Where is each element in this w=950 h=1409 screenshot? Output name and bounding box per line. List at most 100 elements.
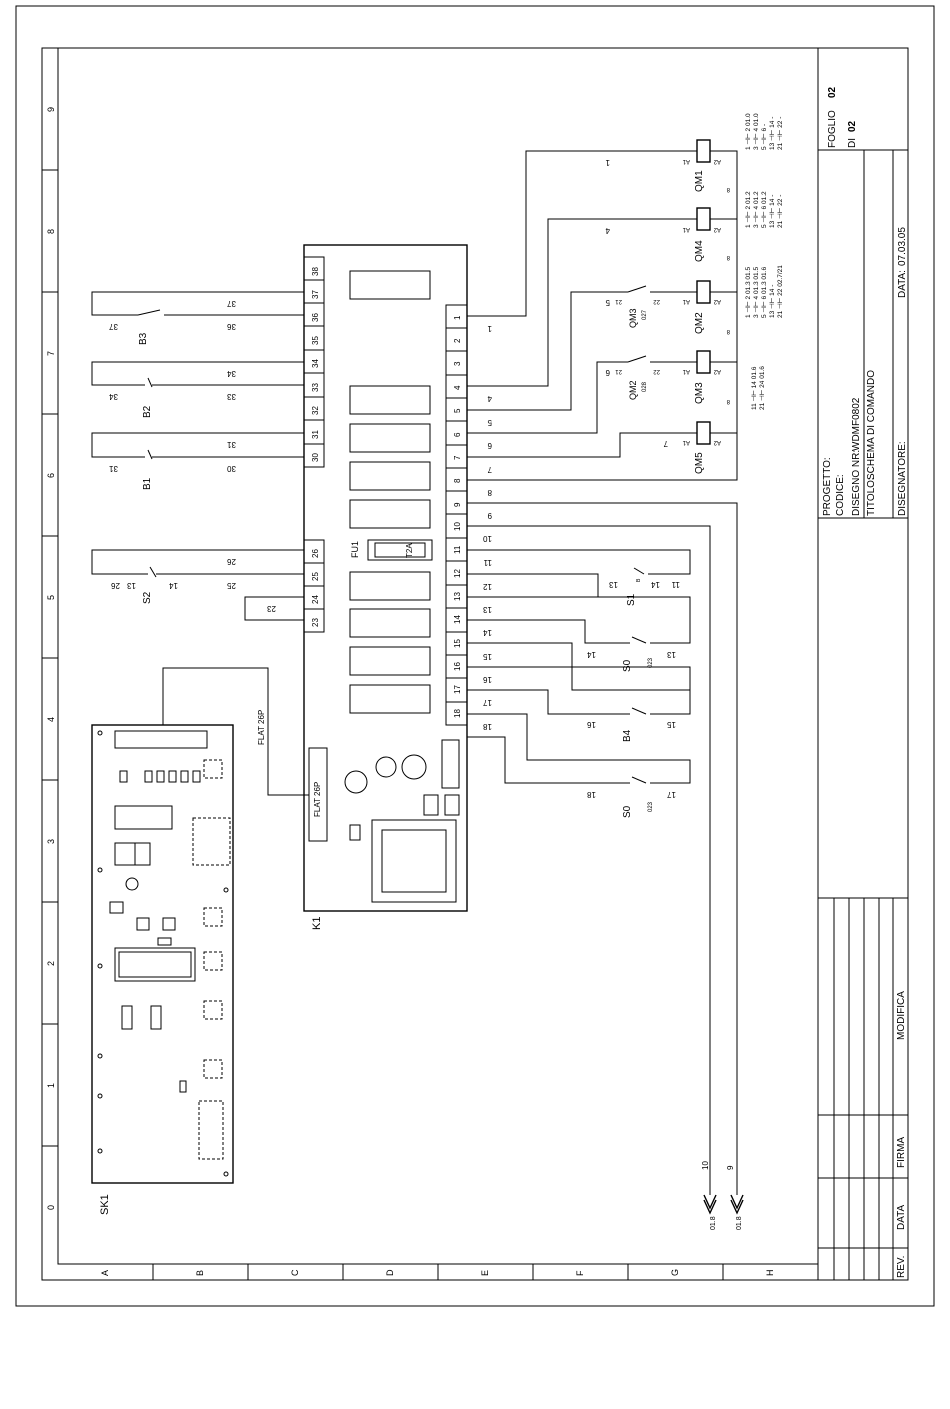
- qm5-a1: A1: [682, 439, 690, 445]
- grid-col-8: 8: [46, 229, 56, 234]
- wire-r12: 12: [483, 582, 492, 591]
- progetto-label: PROGETTO:: [822, 457, 833, 516]
- k1-terminal-10: 10: [453, 522, 462, 531]
- qm2-label: QM2: [694, 312, 705, 334]
- qm2-contact-21: 21: [615, 368, 622, 374]
- capacitor-2: [375, 756, 397, 778]
- wire-r7: 7: [487, 465, 492, 474]
- wire-26: 26: [227, 557, 236, 566]
- qm1-branch: 1 1: [467, 150, 697, 333]
- qm4-coil: [696, 207, 711, 231]
- grid-col-1: 1: [46, 1083, 56, 1088]
- wire-30: 30: [227, 464, 236, 473]
- grid-row-c: C: [290, 1269, 300, 1276]
- k1-terminal-25: 25: [311, 572, 320, 581]
- b3-switch: B3 37 36 37: [91, 291, 304, 345]
- svg-text:3 ⊣⊢ 4 01.2: 3 ⊣⊢ 4 01.2: [753, 191, 760, 228]
- qm3-contacts: 11 ⊣⊢ 14 01.6 21 ⊣⊢ 24 01.6: [751, 366, 766, 410]
- qm3-contact-21: 21: [615, 298, 622, 304]
- row-grid: A B C D E F G H: [58, 1263, 818, 1280]
- flat-cable-label: FLAT 26P: [257, 710, 266, 745]
- k1-terminal-6: 6: [453, 432, 462, 437]
- b4-label: B4: [622, 729, 633, 742]
- svg-text:13 ⊣⊢ 14 -: 13 ⊣⊢ 14 -: [769, 117, 776, 150]
- wire-25: 25: [227, 581, 236, 590]
- qm4-ret: 8: [726, 254, 730, 260]
- k1-terminal-16: 16: [453, 662, 462, 671]
- qm1-ret: 8: [726, 186, 730, 192]
- s0a-wire-13: 13: [667, 650, 676, 659]
- disegno-label: DISEGNO NR:: [851, 450, 862, 516]
- k1-terminal-7: 7: [453, 455, 462, 460]
- qm2-a1: A1: [682, 298, 690, 304]
- qm4-contacts: 1 ⊣⊢ 2 01.2 3 ⊣⊢ 4 01.2 5 ⊣⊢ 6 01.2 13 ⊣…: [745, 191, 784, 228]
- qm5-coil: [696, 421, 711, 445]
- foglio-value: 02: [827, 86, 838, 98]
- wire-r5: 5: [487, 418, 492, 427]
- wire-33: 33: [227, 392, 236, 401]
- grid-row-a: A: [100, 1270, 110, 1276]
- svg-text:21 ⊣⊢ 22 02.7/21: 21 ⊣⊢ 22 02.7/21: [777, 265, 784, 318]
- grid-col-6: 6: [46, 473, 56, 478]
- k1-terminal-31: 31: [311, 430, 320, 439]
- di-label: DI: [847, 138, 858, 148]
- k1-terminal-17: 17: [453, 685, 462, 694]
- fuse-label: FU1: [350, 541, 360, 558]
- lower-right-labels: 9 10 11 12 13 14 15 16 17 18 13 14 11 14…: [483, 511, 735, 1170]
- qm1-wire: 1: [605, 158, 610, 167]
- k1-terminal-9: 9: [453, 502, 462, 507]
- grid-row-g: G: [670, 1269, 680, 1276]
- off-sheet-ref-b: 01.8: [736, 1216, 743, 1230]
- k1-terminal-11: 11: [453, 545, 462, 554]
- qm3-a1: A1: [682, 368, 690, 374]
- b3-wire: 37: [109, 322, 118, 331]
- wire-r16: 16: [483, 675, 492, 684]
- b1-label: B1: [142, 477, 153, 490]
- outer-frame: [15, 5, 935, 1307]
- grid-col-5: 5: [46, 595, 56, 600]
- wire-r13: 13: [483, 605, 492, 614]
- b2-wire: 34: [109, 392, 118, 401]
- k1-terminal-38: 38: [311, 267, 320, 276]
- s1-wire-11: 11: [671, 580, 680, 589]
- s0b-wire-18: 18: [587, 790, 596, 799]
- b4-wire-16: 16: [587, 720, 596, 729]
- grid-row-h: H: [765, 1270, 775, 1277]
- qm4-label: QM4: [694, 240, 705, 262]
- k1-terminal-32: 32: [311, 406, 320, 415]
- qm4-branch: 4 4: [467, 218, 697, 403]
- s0b-wire-17: 17: [667, 790, 676, 799]
- svg-text:3 ⊣⊢ 4 01.0: 3 ⊣⊢ 4 01.0: [753, 113, 760, 150]
- k1-relays: [349, 270, 431, 714]
- svg-text:13 ⊣⊢ 14 -: 13 ⊣⊢ 14 -: [769, 285, 776, 318]
- svg-text:1 ⊣⊢ 2 01.3 01.5: 1 ⊣⊢ 2 01.3 01.5: [745, 267, 752, 318]
- k1-terminal-5: 5: [453, 408, 462, 413]
- k1-label: K1: [311, 917, 323, 930]
- grid-col-9: 9: [46, 107, 56, 112]
- qm1-a1: A1: [682, 158, 690, 164]
- s0a-label: S0: [622, 659, 633, 672]
- wire-37: 37: [227, 299, 236, 308]
- svg-text:3 ⊣⊢ 4 01.3 01.5: 3 ⊣⊢ 4 01.3 01.5: [753, 267, 760, 318]
- capacitor-1: [344, 770, 368, 794]
- s2-switch: S2 26 25 26 13 14: [91, 549, 304, 604]
- firma-label: FIRMA: [896, 1137, 907, 1168]
- grid-col-7: 7: [46, 351, 56, 356]
- qm3-label: QM3: [694, 382, 705, 404]
- b2-label: B2: [142, 405, 153, 418]
- s1-marker: B: [636, 578, 642, 582]
- svg-text:1 ⊣⊢ 2 01.2: 1 ⊣⊢ 2 01.2: [745, 191, 752, 228]
- qm3-aux-ref: 027: [642, 309, 648, 320]
- k1-terminal-35: 35: [311, 336, 320, 345]
- s1-wire-13: 13: [609, 580, 618, 589]
- qm2-branch: 5 5 21 22 QM3 027: [467, 285, 697, 427]
- flat-cable: [162, 667, 309, 796]
- wire-r18: 18: [483, 722, 492, 731]
- svg-text:21 ⊣⊢ 22 -: 21 ⊣⊢ 22 -: [777, 195, 784, 228]
- flat-connector-label: FLAT 26P: [313, 782, 322, 817]
- codice-label: CODICE:: [835, 474, 846, 516]
- qm2-coil: [696, 280, 711, 304]
- s1-wire-14: 14: [651, 580, 660, 589]
- svg-text:1 ⊣⊢ 2 01.0: 1 ⊣⊢ 2 01.0: [745, 113, 752, 150]
- qm3-aux-label: QM3: [628, 308, 638, 328]
